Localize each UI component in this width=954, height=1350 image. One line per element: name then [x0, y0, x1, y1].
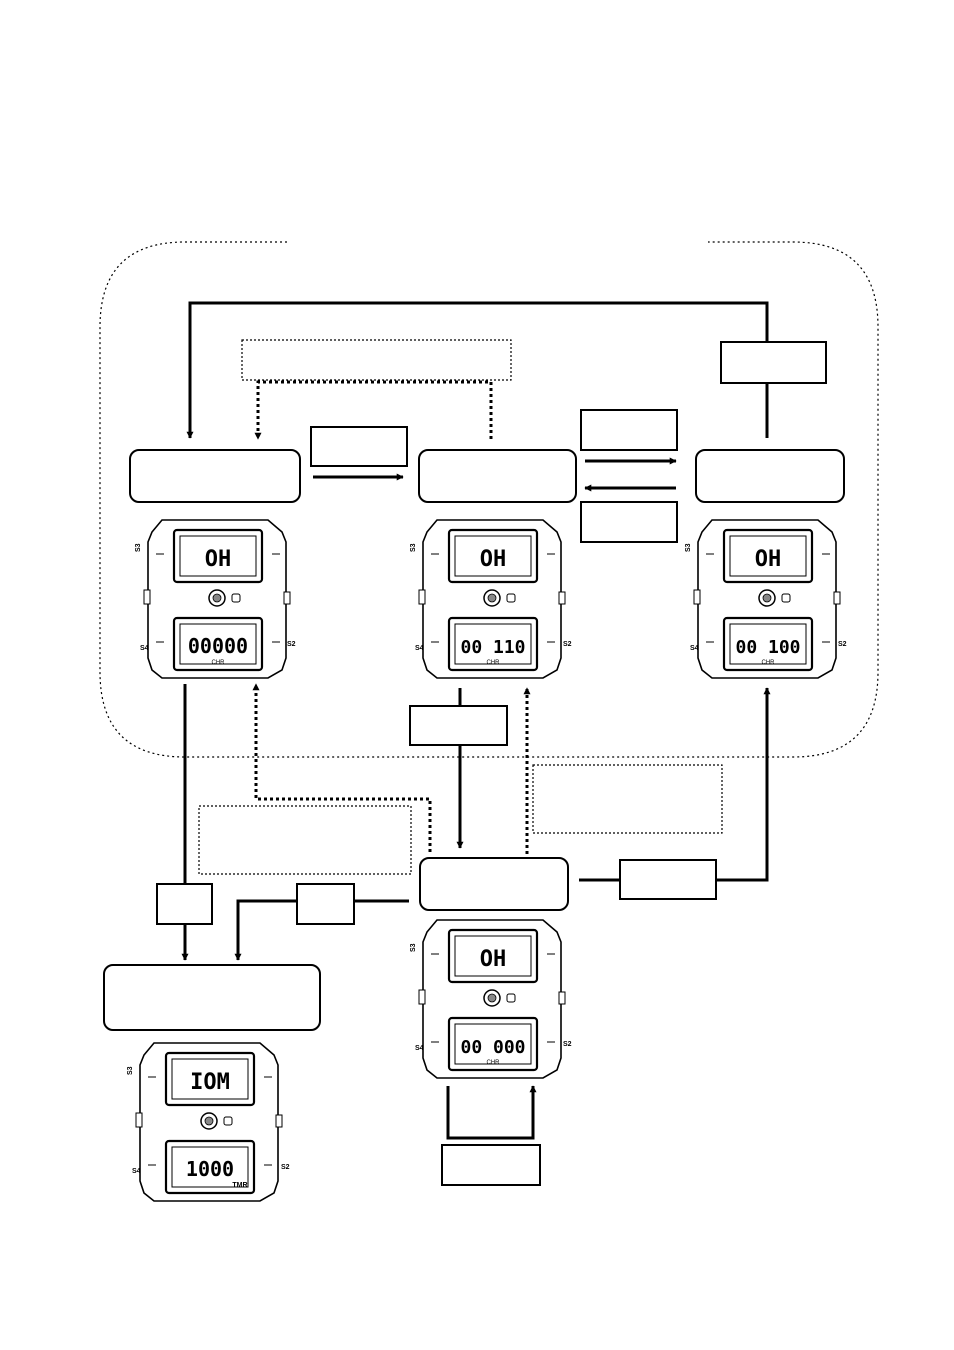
arrow-state4-to-state5 [238, 899, 409, 960]
watch-2-s2-label: S2 [563, 641, 572, 648]
box-bottom-center [441, 1144, 541, 1186]
watch-5-s2-label: S2 [281, 1164, 290, 1171]
box-left-small-b [296, 883, 355, 925]
watch-2-mode-tag: CHR [487, 660, 501, 666]
watch-1-lower-display: 00000 [188, 634, 248, 658]
watch-illustration-5: IOM 1000 TMR [134, 1041, 284, 1203]
arrow-dotted-state4-to-state1 [252, 683, 432, 852]
watch-3-s2-label: S2 [838, 641, 847, 648]
watch-2-upper-display: OH [480, 547, 507, 572]
watch-3-lower-display: 00 100 [735, 637, 800, 658]
watch-3-mode-tag: CHR [762, 660, 776, 666]
watch-illustration-2: OH 00 110 CHR [417, 518, 567, 680]
watch-5-s3-label: S3 [127, 1066, 134, 1075]
watch-2-s3-label: S3 [410, 543, 417, 552]
watch-4-lower-display: 00 000 [460, 1037, 525, 1058]
box-mid-right-top [580, 409, 678, 451]
watch-1-upper-display: OH [205, 547, 232, 572]
watch-2-s4-label: S4 [415, 645, 424, 652]
watch-4-s2-label: S2 [563, 1041, 572, 1048]
watch-5-upper-display: IOM [190, 1070, 230, 1095]
arrow-state4-self-loop [446, 1085, 537, 1140]
watch-4-upper-display: OH [480, 947, 507, 972]
watch-2-lower-display: 00 110 [460, 637, 525, 658]
arrow-state4-to-state3 [579, 688, 767, 882]
box-right-dotted [532, 764, 723, 834]
state-box-3 [695, 449, 845, 503]
watch-1-s4-label: S4 [140, 645, 149, 652]
box-top-right-small [720, 341, 827, 384]
watch-5-s4-label: S4 [132, 1168, 141, 1175]
watch-3-s3-label: S3 [685, 543, 692, 552]
watch-1-s3-label: S3 [135, 543, 142, 552]
box-right-bottom [619, 859, 717, 900]
box-mid-right-bottom [580, 501, 678, 543]
watch-3-upper-display: OH [755, 547, 782, 572]
state-box-5 [103, 964, 321, 1031]
connector-dotted-top [254, 380, 493, 440]
watch-illustration-3: OH 00 100 CHR [692, 518, 842, 680]
box-left-small-a [156, 883, 213, 925]
watch-illustration-1: OH 00000 CHR [142, 518, 292, 680]
box-mid-left-label [310, 426, 408, 467]
watch-4-s4-label: S4 [415, 1045, 424, 1052]
box-top-dotted [241, 339, 512, 381]
watch-3-s4-label: S4 [690, 645, 699, 652]
watch-5-lower-display: 1000 [186, 1157, 234, 1181]
state-box-4 [419, 857, 569, 911]
state-box-2 [418, 449, 577, 503]
watch-illustration-4: OH 00 000 CHR [417, 918, 567, 1080]
state-box-1 [129, 449, 301, 503]
watch-1-s2-label: S2 [287, 641, 296, 648]
box-below-center [409, 705, 508, 746]
connector-top-loop [190, 301, 769, 438]
watch-5-mode-tag: TMR [232, 1182, 247, 1189]
mode-group-outline [99, 241, 879, 758]
box-left-dotted [198, 805, 412, 875]
watch-1-mode-tag: CHR [212, 660, 226, 666]
watch-4-s3-label: S3 [410, 943, 417, 952]
watch-4-mode-tag: CHR [487, 1060, 501, 1066]
